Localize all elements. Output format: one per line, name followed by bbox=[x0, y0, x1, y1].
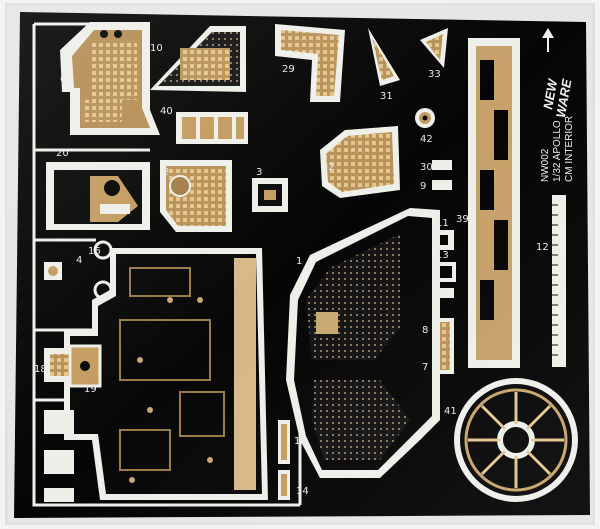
part-4 bbox=[44, 262, 62, 280]
label-39: 39 bbox=[456, 214, 469, 225]
label-2: 2 bbox=[163, 167, 169, 178]
part-42 bbox=[415, 108, 435, 128]
label-40: 40 bbox=[160, 106, 173, 117]
label-14: 14 bbox=[296, 486, 309, 497]
label-32: 32 bbox=[322, 162, 335, 173]
label-29: 29 bbox=[282, 64, 295, 75]
part-9 bbox=[432, 180, 452, 190]
title-line-2: 1/32 APOLLO bbox=[552, 120, 563, 182]
part-12 bbox=[552, 195, 566, 367]
part-30 bbox=[432, 160, 452, 170]
title-line-1: NW002 bbox=[540, 148, 551, 182]
label-15: 15 bbox=[294, 436, 307, 447]
part-20 bbox=[46, 162, 150, 230]
label-11: 11 bbox=[436, 218, 449, 229]
label-13: 13 bbox=[436, 250, 449, 261]
label-12: 12 bbox=[536, 242, 549, 253]
label-1: 1 bbox=[296, 256, 302, 267]
label-10: 10 bbox=[150, 43, 163, 54]
label-31: 31 bbox=[380, 91, 393, 102]
label-20: 20 bbox=[56, 148, 69, 159]
label-42: 42 bbox=[420, 134, 433, 145]
part-15 bbox=[278, 420, 290, 464]
fret-tabs-left bbox=[44, 410, 74, 502]
label-19: 19 bbox=[84, 384, 97, 395]
part-7 bbox=[454, 378, 578, 502]
label-8: 8 bbox=[422, 325, 428, 336]
part-14 bbox=[278, 470, 290, 500]
label-33: 33 bbox=[428, 69, 441, 80]
part-39 bbox=[468, 38, 520, 368]
title-line-3: CM INTERIOR bbox=[564, 116, 575, 182]
label-41: 41 bbox=[444, 406, 457, 417]
label-18: 18 bbox=[34, 364, 47, 375]
label-7: 7 bbox=[422, 362, 428, 373]
part-40 bbox=[176, 112, 248, 144]
part-19 bbox=[68, 344, 102, 388]
label-4: 4 bbox=[76, 255, 82, 266]
part-3 bbox=[252, 178, 288, 212]
label-3: 3 bbox=[256, 167, 262, 178]
part-6 bbox=[60, 22, 160, 135]
part-2 bbox=[160, 160, 232, 232]
label-6: 6 bbox=[60, 74, 66, 85]
label-30: 30 bbox=[420, 162, 433, 173]
label-9: 9 bbox=[420, 181, 426, 192]
label-16: 16 bbox=[88, 246, 101, 257]
